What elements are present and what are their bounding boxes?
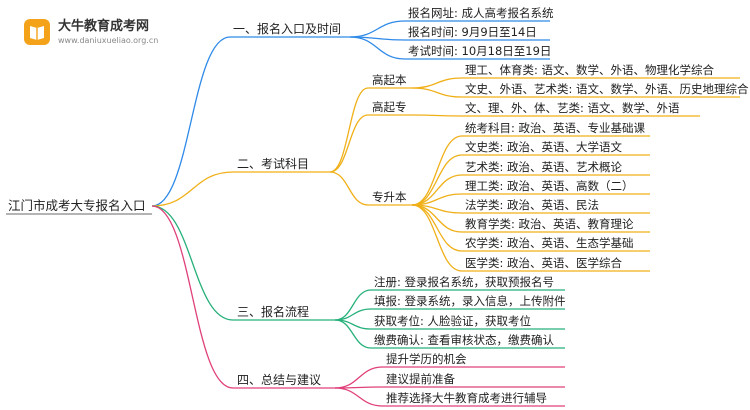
link-zsb-leaf-1 xyxy=(411,154,463,206)
leaf-zsb-liberal: 文史类: 政治、英语、大学语文 xyxy=(465,140,623,154)
book-logo-icon xyxy=(24,19,50,45)
leaf-gqb-arts: 文史、外语、艺术类: 语文、数学、外语、历史地理综合 xyxy=(465,82,749,96)
branch-exam-subjects: 二、考试科目 xyxy=(237,157,310,171)
link-zsb-leaf-6 xyxy=(411,204,463,252)
link-root-b3 xyxy=(151,205,234,321)
leaf-zsb-art: 艺术类: 政治、英语、艺术概论 xyxy=(465,160,623,174)
leaf-zsb-education: 教育学类: 政治、英语、教育理论 xyxy=(465,217,634,231)
node-zhuanshengben: 专升本 xyxy=(372,190,407,204)
root-topic: 江门市成考大专报名入口 xyxy=(8,198,146,213)
link-b4-leaf-0 xyxy=(334,366,384,389)
link-zsb-leaf-0 xyxy=(411,135,463,206)
leaf-step-seat: 获取考位: 人脸验证，获取考位 xyxy=(374,314,532,328)
leaf-zsb-law: 法学类: 政治、英语、民法 xyxy=(465,198,600,212)
leaf-zsb-agriculture: 农学类: 政治、英语、生态学基础 xyxy=(465,236,634,250)
leaf-registration-site: 报名网址: 成人高考报名系统 xyxy=(408,6,554,20)
leaf-zsb-science: 理工类: 政治、英语、高数（二） xyxy=(465,179,634,193)
logo-title: 大牛教育成考网 xyxy=(58,18,150,34)
branch-registration-process: 三、报名流程 xyxy=(237,305,310,319)
link-zsb-leaf-7 xyxy=(411,204,463,272)
node-gaoqiben: 高起本 xyxy=(372,73,407,87)
leaf-zsb-unified: 统考科目: 政治、英语、专业基础课 xyxy=(465,121,646,135)
leaf-step-register: 注册: 登录报名系统，获取预报名号 xyxy=(374,275,555,289)
link-b2-gqz xyxy=(329,114,369,173)
leaf-opportunity: 提升学历的机会 xyxy=(386,352,467,366)
link-root-b2 xyxy=(151,171,234,207)
logo: 大牛教育成考网 www.daniuxueliao.org.cn xyxy=(22,14,158,50)
link-gqb-leaf-0 xyxy=(411,77,463,89)
leaf-gqb-science: 理工、体育类: 语文、数学、外语、物理化学综合 xyxy=(465,63,715,77)
link-b1-leaf-2 xyxy=(349,36,406,60)
leaf-exam-time: 考试时间: 10月18日至19日 xyxy=(408,44,552,58)
leaf-step-fill: 填报: 登录系统，录入信息，上传附件 xyxy=(374,294,566,308)
link-root-b4 xyxy=(151,205,234,389)
link-b3-leaf-0 xyxy=(334,289,372,321)
link-b2-zsb xyxy=(329,171,369,206)
link-b4-leaf-2 xyxy=(334,387,384,407)
link-root-b1 xyxy=(151,36,231,207)
link-gqz-leaf-0 xyxy=(411,114,463,117)
logo-url: www.daniuxueliao.org.cn xyxy=(58,35,159,45)
leaf-registration-time: 报名时间: 9月9日至14日 xyxy=(408,25,537,39)
link-b1-leaf-0 xyxy=(349,20,406,38)
leaf-gqz-all: 文、理、外、体、艺类: 语文、数学、外语 xyxy=(465,101,680,115)
node-gaoqizhuan: 高起专 xyxy=(372,100,407,114)
leaf-zsb-medicine: 医学类: 政治、英语、医学综合 xyxy=(465,256,623,270)
link-b3-leaf-3 xyxy=(334,319,372,349)
leaf-prepare: 建议提前准备 xyxy=(386,372,455,386)
link-b2-gqb xyxy=(329,87,369,173)
branch-summary: 四、总结与建议 xyxy=(237,373,322,387)
leaf-recommend: 推荐选择大牛教育成考进行辅导 xyxy=(386,391,547,405)
leaf-step-payment: 缴费确认: 查看审核状态，缴费确认 xyxy=(374,333,555,347)
link-gqb-leaf-1 xyxy=(411,87,463,98)
branch-registration-entry: 一、报名入口及时间 xyxy=(233,22,342,36)
